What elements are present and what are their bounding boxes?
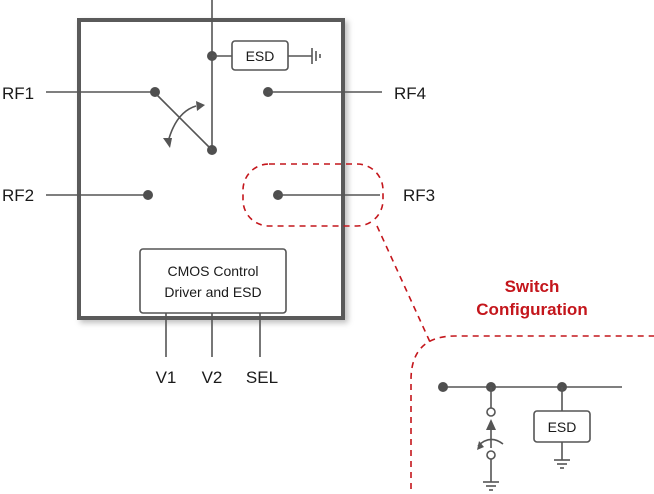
control-block — [139, 248, 287, 314]
ground-icon-top — [311, 48, 321, 64]
v1-label: V1 — [156, 368, 177, 387]
callout-title-line1: Switch — [505, 277, 560, 296]
detail-arrow-icon — [477, 419, 504, 450]
callout-title-line2: Configuration — [476, 300, 587, 319]
rf2-label: RF2 — [2, 186, 34, 205]
rf2-node — [143, 190, 153, 200]
esd-top-label: ESD — [246, 48, 275, 64]
detail-switch-contact-top — [486, 407, 496, 417]
ground-icon-switch — [483, 481, 499, 491]
callout-frame — [410, 335, 654, 494]
rf3-label: RF3 — [403, 186, 435, 205]
callout-connector — [376, 225, 431, 343]
sel-label: SEL — [246, 368, 278, 387]
rf4-label: RF4 — [394, 84, 426, 103]
ground-icon-esd — [554, 459, 570, 469]
v2-label: V2 — [202, 368, 223, 387]
control-label-line2: Driver and ESD — [164, 284, 261, 300]
switch-arm — [156, 94, 213, 151]
detail-switch-contact-bottom — [486, 450, 496, 460]
rotation-arrow-icon — [163, 101, 205, 148]
rf1-label: RF1 — [2, 84, 34, 103]
detail-esd-label: ESD — [548, 419, 577, 435]
detail-node-left — [438, 382, 448, 392]
rf3-highlight — [242, 163, 384, 227]
control-label-line1: CMOS Control — [167, 263, 258, 279]
